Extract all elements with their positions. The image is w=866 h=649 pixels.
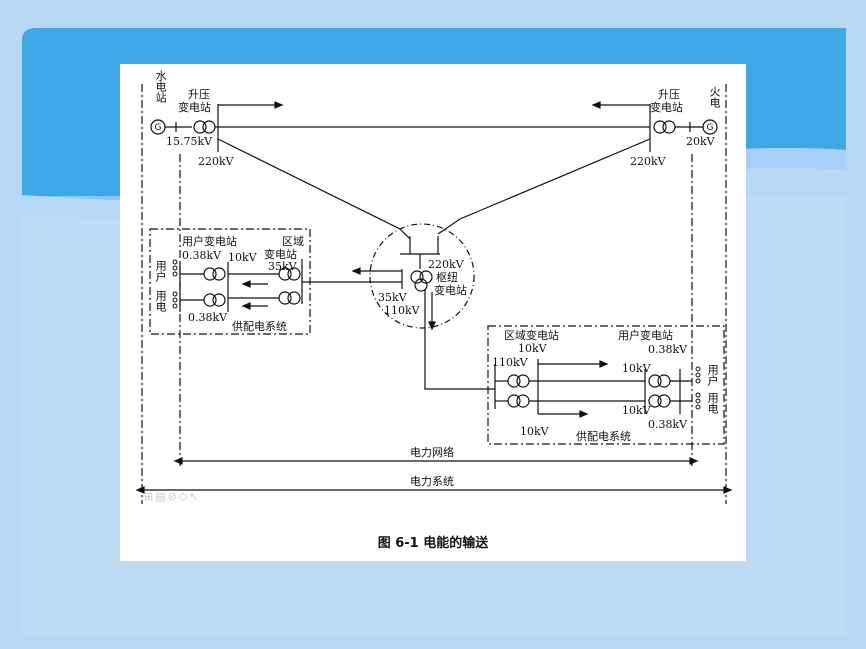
hub-name-1: 枢纽 — [436, 271, 458, 284]
right-user-substation: 用户变电站 — [618, 329, 673, 342]
left-038-bottom: 0.38kV — [188, 311, 228, 324]
step-up-right-l2: 变电站 — [650, 101, 683, 114]
step-up-left-l2: 变电站 — [178, 101, 211, 114]
right-distribution-box — [487, 325, 725, 445]
left-consumer-top: 用户 — [154, 260, 168, 282]
left-consumer-bottom: 用电 — [154, 290, 168, 312]
hub-boundary — [369, 223, 475, 329]
hub-110kv: 110kV — [384, 304, 420, 317]
right-10kv-bottom: 10kV — [520, 425, 549, 438]
thermal-station-label: 火电 — [708, 86, 722, 108]
right-area-substation: 区域变电站 — [504, 329, 559, 342]
left-area-2: 变电站 — [264, 248, 297, 261]
left-area: 区域 — [282, 235, 304, 248]
voltage-15-75: 15.75kV — [166, 135, 213, 148]
power-transmission-figure: G G 水电站 升压 变电站 15.75kV 220kV 火电 升压 变电站 2… — [120, 64, 746, 561]
step-up-left-l1: 升压 — [188, 88, 210, 101]
hub-220kv: 220kV — [428, 258, 464, 271]
right-038-top: 0.38kV — [648, 343, 688, 356]
left-35kv: 35kV — [268, 260, 297, 273]
diagram-lines: G G — [135, 84, 733, 504]
left-10kv: 10kV — [228, 251, 257, 264]
right-038-bottom: 0.38kV — [648, 418, 688, 431]
right-system-label: 供配电系统 — [576, 430, 631, 443]
right-10kv-a: 10kV — [622, 362, 651, 375]
hub-35kv: 35kV — [378, 291, 407, 304]
left-038-top: 0.38kV — [182, 249, 222, 262]
power-network-label: 电力网络 — [410, 446, 454, 459]
slide-toolbar-icons[interactable]: ⊞▤⊘◇↖ — [144, 490, 201, 503]
power-system-label: 电力系统 — [410, 475, 454, 488]
voltage-220-left: 220kV — [198, 155, 234, 168]
hydro-g-letter: G — [155, 123, 162, 133]
step-up-right-l1: 升压 — [658, 88, 680, 101]
right-consumer-top: 用户 — [706, 364, 720, 386]
right-10kv-b: 10kV — [622, 404, 651, 417]
right-110kv: 110kV — [492, 356, 528, 369]
voltage-20: 20kV — [686, 135, 715, 148]
right-consumer-bottom: 用电 — [706, 392, 720, 414]
hydro-station-label: 水电站 — [154, 70, 168, 103]
left-system-label: 供配电系统 — [232, 320, 287, 333]
figure-caption: 图 6-1 电能的输送 — [377, 536, 489, 551]
thermal-generator-symbol — [702, 119, 718, 135]
thermal-g-letter: G — [707, 123, 714, 133]
hub-name-2: 变电站 — [434, 284, 467, 297]
voltage-220-right: 220kV — [630, 155, 666, 168]
right-10kv-top: 10kV — [518, 342, 547, 355]
left-user-substation: 用户变电站 — [182, 235, 237, 248]
